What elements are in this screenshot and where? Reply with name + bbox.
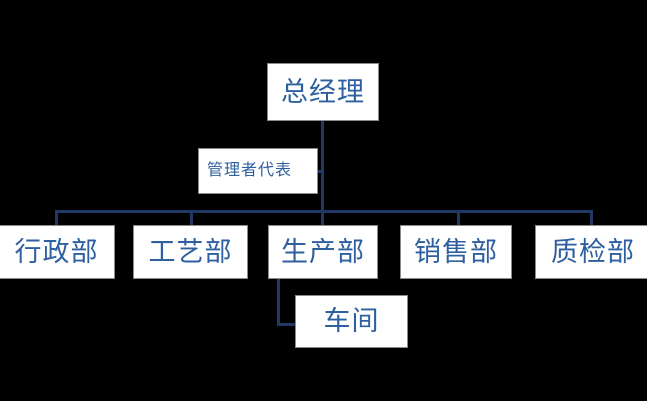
node-sales-label: 销售部: [414, 236, 498, 267]
node-general-manager-label: 总经理: [281, 76, 365, 107]
node-quality-inspection[interactable]: 质检部: [535, 225, 647, 279]
node-management-representative-label: 管理者代表: [207, 162, 293, 179]
connector-production-workshop-vertical: [277, 278, 280, 326]
node-workshop-label: 车间: [323, 306, 380, 336]
node-production[interactable]: 生产部: [268, 225, 378, 279]
node-administration-label: 行政部: [14, 236, 99, 267]
connector-drop-quality-inspection: [590, 210, 593, 226]
node-management-representative[interactable]: 管理者代表: [198, 148, 318, 194]
node-production-label: 生产部: [281, 236, 365, 267]
connector-drop-production: [321, 210, 324, 226]
connector-production-workshop-horizontal: [277, 323, 299, 326]
node-process[interactable]: 工艺部: [133, 225, 248, 279]
node-administration[interactable]: 行政部: [0, 225, 115, 279]
node-workshop[interactable]: 车间: [295, 295, 408, 348]
connector-management-representative-stub: [316, 170, 324, 173]
node-quality-inspection-label: 质检部: [551, 236, 635, 267]
node-sales[interactable]: 销售部: [400, 225, 512, 279]
connector-drop-administration: [55, 210, 58, 226]
connector-drop-sales: [457, 210, 460, 226]
connector-drop-process: [190, 210, 193, 226]
node-general-manager[interactable]: 总经理: [267, 63, 379, 121]
connector-gm-trunk: [321, 120, 324, 212]
connector-department-bar: [55, 210, 593, 213]
node-process-label: 工艺部: [148, 236, 233, 267]
